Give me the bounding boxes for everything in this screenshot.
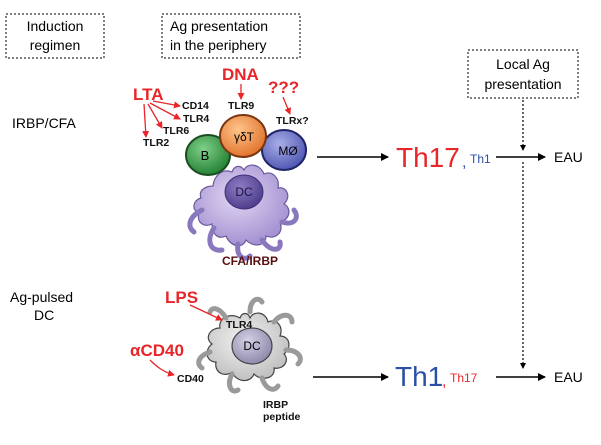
header-induction-regimen: Induction regimen — [5, 13, 105, 59]
macrophage-cell: MØ — [261, 129, 307, 171]
top-dc-label: DC — [235, 185, 253, 199]
top-dc-nucleus — [224, 174, 264, 210]
unknown-ligand-label: ??? — [268, 78, 299, 97]
tlr6-label: TLR6 — [163, 125, 189, 137]
bottom-stimulus-arrows — [149, 304, 223, 377]
tlr4-label-bottom: TLR4 — [226, 319, 252, 331]
row-label-ag-pulsed-line2: DC — [34, 307, 54, 323]
macrophage-label: MØ — [278, 144, 297, 158]
tlr2-label: TLR2 — [143, 137, 169, 149]
bottom-eau: EAU — [554, 369, 583, 385]
b-cell: B — [185, 134, 231, 176]
bottom-caption-line2: peptide — [263, 411, 300, 423]
acd40-label: αCD40 — [130, 341, 184, 360]
bottom-dc-label: DC — [243, 339, 261, 353]
gamma-delta-t-label: γδT — [234, 130, 255, 144]
b-cell-label: B — [201, 148, 210, 163]
header-induction-line1: Induction — [27, 18, 84, 34]
cfa-irbp-caption: CFA/IRBP — [222, 254, 278, 268]
header-ag-line1: Ag presentation — [170, 18, 268, 34]
tlr4-label-top: TLR4 — [183, 113, 209, 125]
header-ag-line2: in the periphery — [170, 37, 267, 53]
tlrx-label: TLRx? — [276, 115, 309, 127]
header-induction-line2: regimen — [30, 37, 81, 53]
top-cell-cluster: DC B MØ γδT — [185, 114, 307, 261]
bottom-caption-line1: IRBP — [263, 399, 288, 411]
top-th-sep: , — [462, 154, 466, 171]
top-eau: EAU — [554, 149, 583, 165]
dna-label: DNA — [222, 65, 259, 84]
cd14-label: CD14 — [182, 100, 209, 112]
bottom-dc-cell: DC — [196, 296, 303, 394]
bottom-dc-nucleus — [231, 327, 273, 365]
header-ag-presentation: Ag presentation in the periphery — [161, 13, 301, 59]
bottom-th-sep: , — [442, 373, 446, 390]
lps-label: LPS — [165, 288, 198, 307]
lta-label: LTA — [133, 85, 164, 104]
row-label-ag-pulsed-line1: Ag-pulsed — [10, 289, 73, 305]
header-local-line2: presentation — [484, 76, 561, 92]
bottom-th-minor: Th17 — [450, 371, 478, 385]
header-local-ag-presentation: Local Ag presentation — [467, 49, 579, 99]
header-local-line1: Local Ag — [496, 56, 550, 72]
tlr9-label: TLR9 — [228, 100, 254, 112]
gamma-delta-t-cell: γδT — [219, 114, 267, 158]
row-label-irbp-cfa: IRBP/CFA — [12, 115, 76, 131]
top-stimulus-arrows — [142, 84, 291, 138]
bottom-th-major: Th1 — [395, 361, 443, 392]
cd40-label: CD40 — [177, 373, 204, 385]
top-th-major: Th17 — [396, 142, 460, 173]
top-th-minor: Th1 — [470, 152, 491, 166]
top-dc-cell: DC — [187, 164, 299, 261]
